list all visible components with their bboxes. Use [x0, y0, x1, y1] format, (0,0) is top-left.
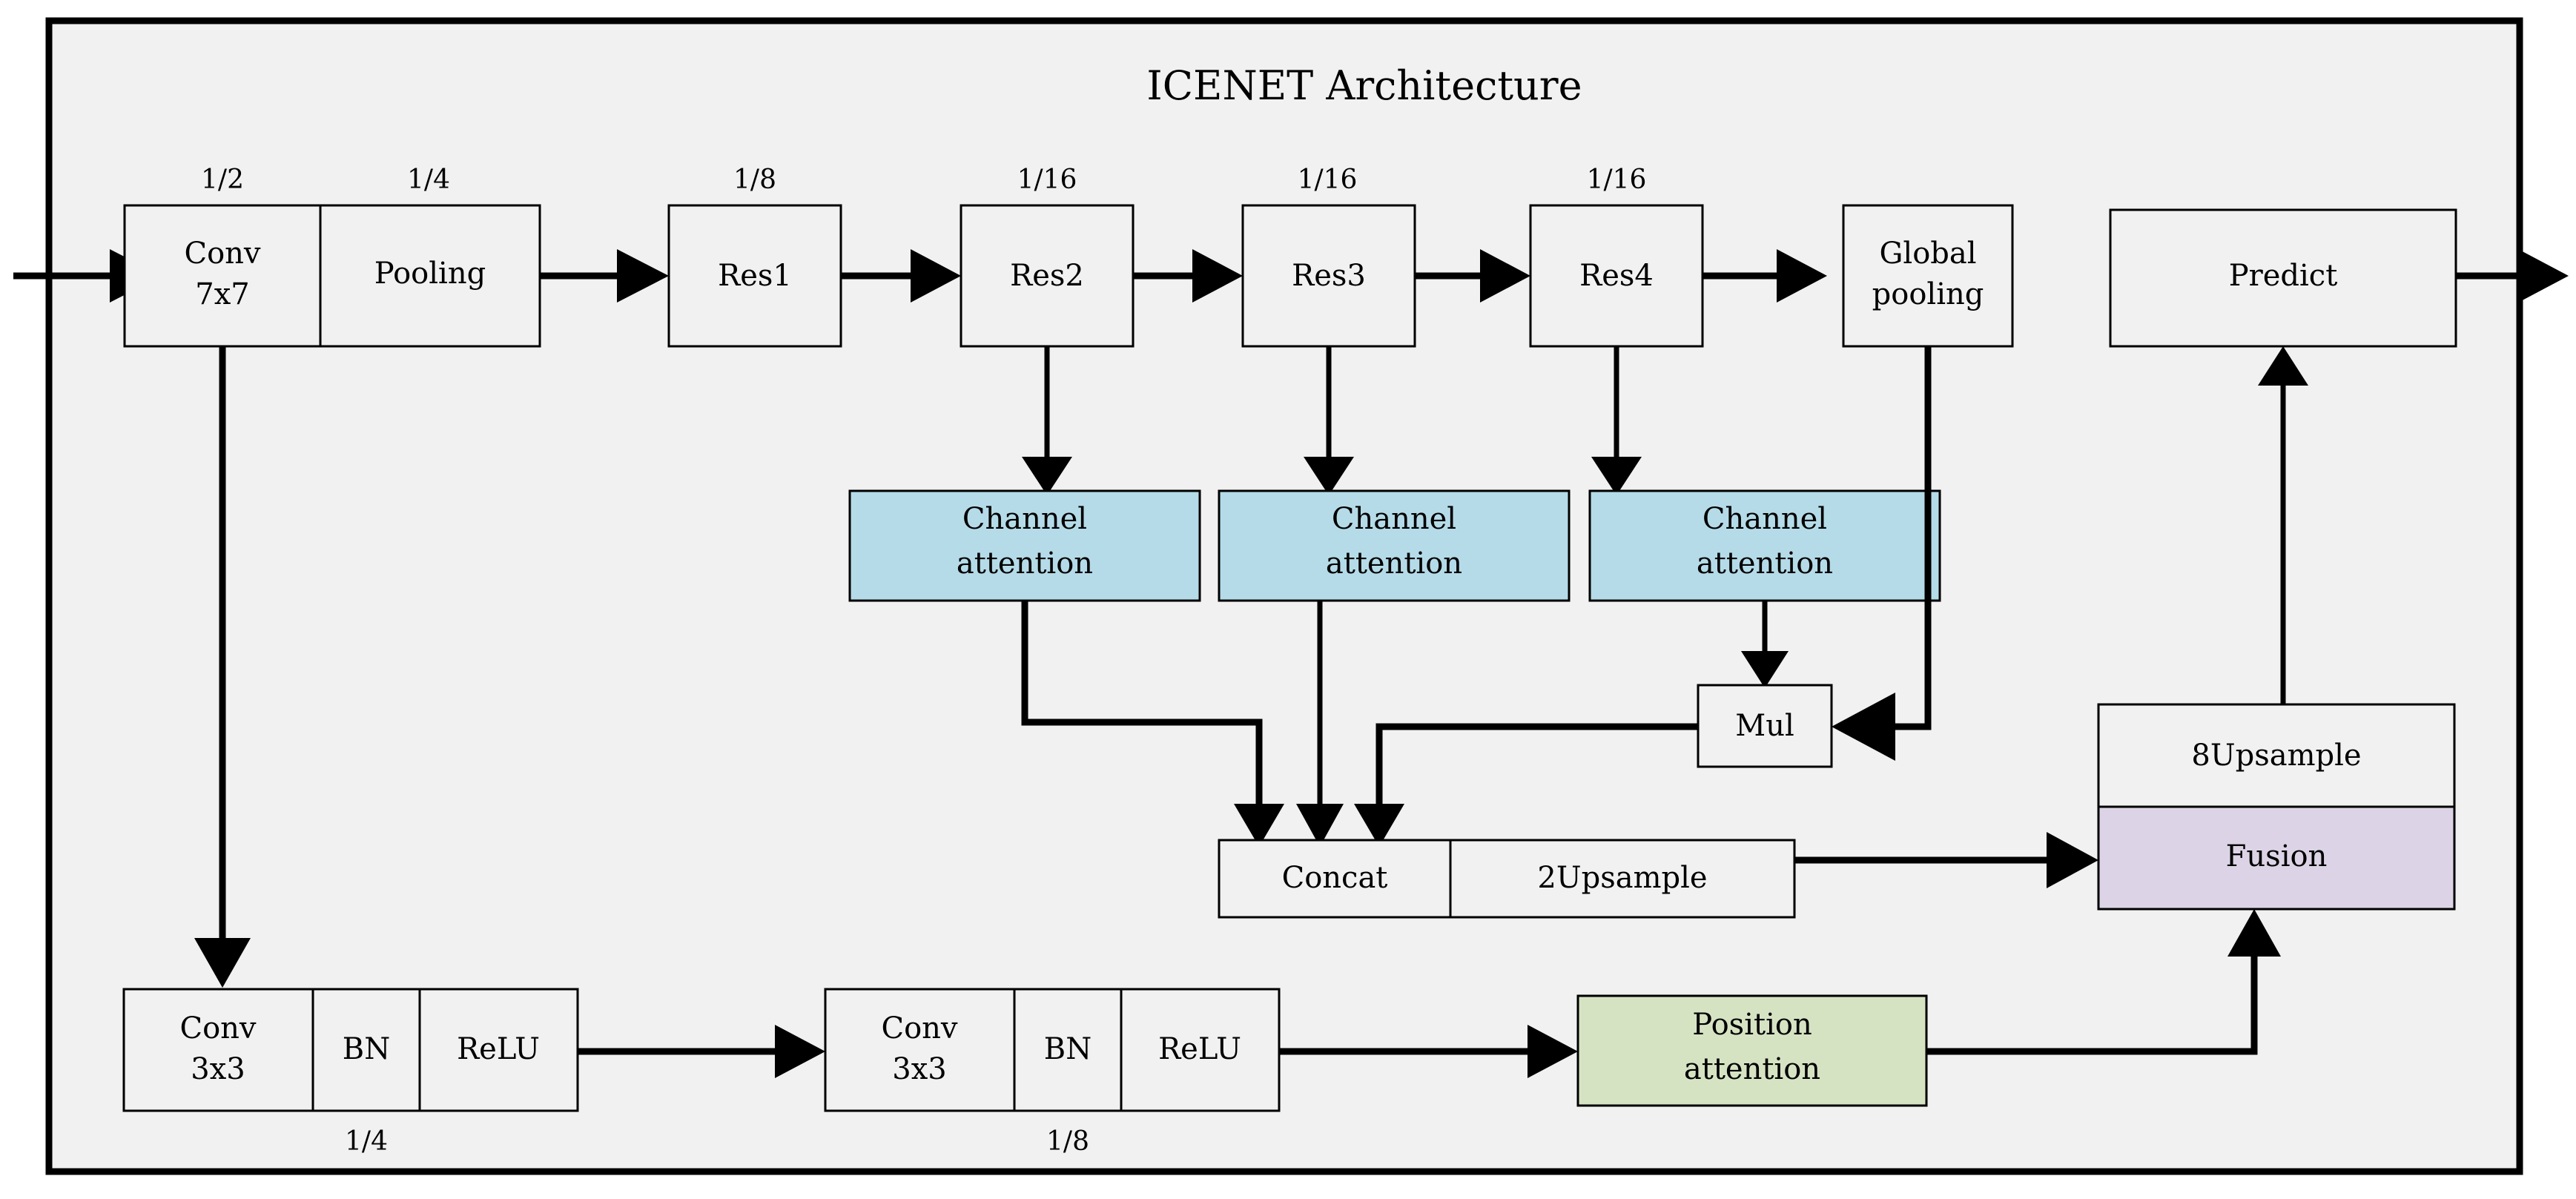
block-channel-attention-3[interactable]: [1588, 489, 1941, 602]
block-bottom-conv2-line1: Conv: [881, 1011, 957, 1046]
scale-label-bottom-2: 1/8: [1046, 1126, 1089, 1157]
arrowhead-ca1-concat: [1234, 804, 1284, 847]
arrowhead-res4-ca3: [1591, 457, 1642, 495]
block-predict-label: Predict: [2229, 259, 2338, 293]
block-channel-attention-2-line2: attention: [1326, 546, 1462, 581]
scale-label-res3: 1/16: [1298, 165, 1358, 195]
block-bottom-bn1: BN: [343, 1032, 390, 1066]
block-conv7x7-label-line1: Conv: [184, 237, 260, 271]
scale-label-pooling: 1/4: [407, 165, 450, 195]
block-conv7x7-pooling[interactable]: [123, 204, 541, 348]
arrowhead-fusion-predict: [2258, 346, 2308, 386]
block-concat-label: Concat: [1282, 861, 1388, 895]
block-channel-attention-2[interactable]: [1218, 489, 1571, 602]
arrowhead-res1-res2: [911, 249, 961, 303]
scale-label-conv7x7: 1/2: [201, 165, 244, 195]
block-channel-attention-2-line1: Channel: [1332, 502, 1456, 536]
block-res4[interactable]: [1529, 204, 1704, 348]
block-mul-label: Mul: [1735, 709, 1794, 743]
block-2upsample-label: 2Upsample: [1537, 861, 1707, 895]
arrowhead-ca3-mul: [1741, 651, 1789, 688]
flow-mul-to-concat: [1375, 723, 1698, 804]
arrowhead-2upsample-fusion: [2047, 832, 2098, 888]
block-channel-attention-1-line1: Channel: [962, 502, 1087, 536]
block-res2-label: Res2: [1010, 259, 1084, 293]
block-fusion-label: Fusion: [2226, 839, 2328, 873]
block-channel-attention-3-line1: Channel: [1703, 502, 1827, 536]
block-mul[interactable]: [1697, 684, 1833, 768]
arrowhead-res2-res3: [1192, 249, 1243, 303]
block-8upsample[interactable]: [2097, 703, 2456, 808]
arrowhead-res3-ca2: [1304, 457, 1354, 495]
arrowhead-gp-mul: [1832, 693, 1895, 761]
block-position-attention-line1: Position: [1692, 1008, 1812, 1042]
block-pooling-label: Pooling: [374, 257, 486, 291]
block-bottom-bn2: BN: [1044, 1032, 1092, 1066]
arrowhead-group1-group2: [775, 1025, 825, 1078]
block-conv7x7-label-line2: 7x7: [195, 277, 249, 311]
page-title: ICENET Architecture: [1146, 62, 1582, 109]
block-concat-upsample[interactable]: [1218, 839, 1796, 919]
block-bottom-conv2-line2: 3x3: [892, 1052, 946, 1086]
block-fusion[interactable]: [2097, 805, 2456, 911]
arrowhead-pooling-res1: [617, 249, 669, 303]
block-channel-attention-1-line2: attention: [957, 546, 1093, 581]
arrowhead-res2-ca1: [1022, 457, 1072, 495]
arrowhead-conv7x7-bottom: [194, 938, 251, 988]
output-arrowhead: [2518, 249, 2569, 303]
block-global-pooling-label-line1: Global: [1879, 237, 1976, 271]
block-bottom-conv1-line1: Conv: [179, 1011, 256, 1046]
block-8upsample-label: 8Upsample: [2191, 739, 2361, 773]
scale-label-res4: 1/16: [1587, 165, 1647, 195]
flow-position-attention-to-fusion: [1926, 957, 2258, 1055]
block-position-attention[interactable]: [1576, 994, 1928, 1107]
scale-label-bottom-1: 1/4: [345, 1126, 388, 1157]
arrowhead-mul-concat: [1354, 804, 1404, 847]
arrowhead-pa-fusion: [2227, 909, 2281, 957]
flow-ca1-to-concat: [1021, 601, 1263, 804]
block-bottom-relu2: ReLU: [1158, 1032, 1241, 1066]
block-predict[interactable]: [2109, 208, 2457, 348]
block-res1-label: Res1: [718, 259, 792, 293]
block-bottom-relu1: ReLU: [457, 1032, 540, 1066]
arrowhead-ca2-concat: [1296, 804, 1344, 847]
block-res1[interactable]: [667, 204, 842, 348]
arrowhead-group2-pa: [1528, 1025, 1578, 1078]
block-res4-label: Res4: [1579, 259, 1654, 293]
arrowhead-res3-res4: [1480, 249, 1530, 303]
block-global-pooling-label-line2: pooling: [1872, 277, 1984, 311]
block-channel-attention-1[interactable]: [848, 489, 1201, 602]
arrowhead-res4-gp: [1777, 249, 1827, 303]
flow-globalpooling-to-mul: [1894, 346, 1932, 730]
block-bottom-group-1[interactable]: [122, 988, 579, 1112]
block-position-attention-line2: attention: [1684, 1052, 1820, 1086]
scale-label-res1: 1/8: [733, 165, 776, 195]
block-res2[interactable]: [960, 204, 1135, 348]
block-channel-attention-3-line2: attention: [1697, 546, 1833, 581]
scale-label-res2: 1/16: [1017, 165, 1077, 195]
block-global-pooling[interactable]: [1842, 204, 2014, 348]
block-res3-label: Res3: [1292, 259, 1366, 293]
block-bottom-conv1-line2: 3x3: [191, 1052, 245, 1086]
